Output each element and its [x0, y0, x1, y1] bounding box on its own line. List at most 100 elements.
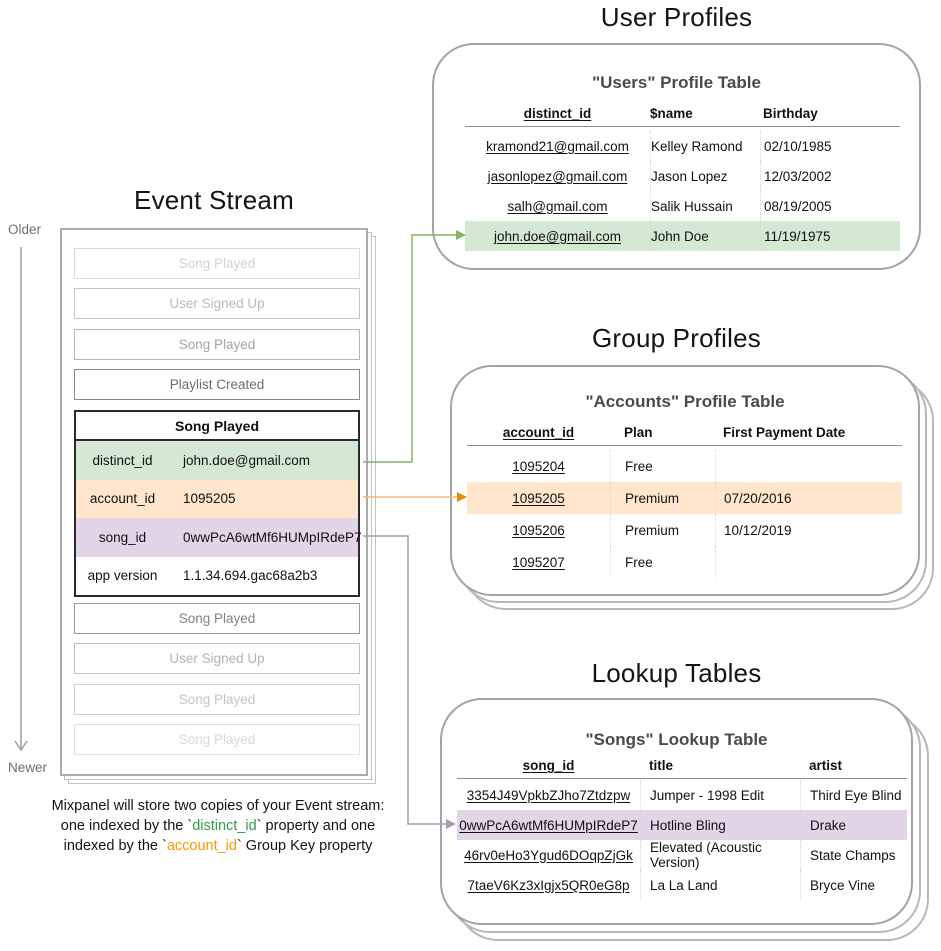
property-value: 0wwPcA6wtMf6HUMpIRdeP7 [183, 529, 362, 545]
event-property-row-account-id: account_id 1095205 [76, 479, 358, 518]
table-cell: Salik Hussain [650, 191, 760, 221]
table-row: 1095207 Free [467, 546, 902, 578]
table-cell: salh@gmail.com [507, 198, 608, 214]
column-header: account_id [502, 425, 575, 440]
table-row: 46rv0eHo3Ygud6DOqpZjGk Elevated (Acousti… [457, 840, 907, 870]
table-cell: kramond21@gmail.com [486, 138, 629, 154]
column-header: artist [809, 758, 843, 773]
property-value: 1.1.34.694.gac68a2b3 [183, 568, 318, 584]
table-cell: 1095206 [512, 522, 565, 538]
users-table-title: "Users" Profile Table [592, 73, 761, 92]
column-header: song_id [522, 758, 575, 773]
table-cell [715, 546, 902, 578]
event-property-row-song-id: song_id 0wwPcA6wtMf6HUMpIRdeP7 [76, 518, 362, 557]
table-cell: Premium [610, 482, 715, 514]
accounts-table-header: account_id Plan First Payment Date [467, 420, 902, 446]
column-header: distinct_id [523, 106, 592, 121]
table-cell: Premium [610, 514, 715, 546]
event-box: Song Played [74, 603, 360, 634]
footnote-account-id: account_id [166, 838, 237, 854]
table-cell: La La Land [640, 870, 800, 900]
footnote-line3a: indexed by the ` [63, 838, 167, 854]
table-cell: 7taeV6Kz3xIgjx5QR0eG8p [467, 877, 630, 893]
event-property-row-app-version: app version 1.1.34.694.gac68a2b3 [76, 556, 358, 595]
table-cell: 12/03/2002 [760, 161, 900, 191]
column-header: Plan [624, 425, 653, 440]
footnote: Mixpanel will store two copies of your E… [30, 796, 406, 856]
accounts-table: account_id Plan First Payment Date 10952… [467, 420, 902, 578]
table-cell: 11/19/1975 [760, 221, 900, 251]
table-row: jasonlopez@gmail.com Jason Lopez 12/03/2… [465, 161, 900, 191]
event-box-faded: User Signed Up [74, 643, 360, 674]
table-row: 7taeV6Kz3xIgjx5QR0eG8p La La Land Bryce … [457, 870, 907, 900]
songs-table-header: song_id title artist [457, 753, 907, 779]
users-table-header: distinct_id $name Birthday [465, 101, 900, 127]
songs-table-title: "Songs" Lookup Table [585, 730, 768, 749]
property-value: 1095205 [183, 491, 236, 507]
table-cell: 02/10/1985 [760, 131, 900, 161]
property-key: account_id [89, 491, 156, 507]
table-cell: 10/12/2019 [715, 514, 902, 546]
column-header: $name [650, 106, 693, 121]
table-cell: Hotline Bling [640, 810, 800, 840]
table-cell: 46rv0eHo3Ygud6DOqpZjGk [464, 847, 633, 863]
users-table: distinct_id $name Birthday kramond21@gma… [465, 101, 900, 251]
event-box: Playlist Created [74, 369, 360, 400]
column-header: First Payment Date [723, 425, 846, 440]
lookup-tables-title: Lookup Tables [591, 658, 762, 688]
property-key: app version [87, 568, 158, 584]
event-box-faded: User Signed Up [74, 288, 360, 319]
footnote-distinct-id: distinct_id [192, 818, 257, 834]
table-row-highlighted: 1095205 Premium 07/20/2016 [467, 482, 902, 514]
timeline-older-label: Older [8, 222, 42, 237]
event-box-faded: Song Played [74, 724, 360, 755]
column-header: Birthday [763, 106, 818, 121]
table-cell: Drake [800, 810, 907, 840]
timeline-arrowhead-icon [14, 740, 28, 752]
accounts-profile-card [450, 365, 920, 596]
event-box-faded: Song Played [74, 329, 360, 360]
table-cell: Third Eye Blind [800, 780, 907, 810]
table-cell [715, 450, 902, 482]
group-profiles-title: Group Profiles [592, 323, 761, 353]
table-cell: 1095204 [512, 458, 565, 474]
table-row: 3354J49VpkbZJho7Ztdzpw Jumper - 1998 Edi… [457, 780, 907, 810]
table-cell: 1095205 [512, 490, 565, 506]
footnote-line1: Mixpanel will store two copies of your E… [51, 798, 385, 814]
table-cell: 3354J49VpkbZJho7Ztdzpw [466, 787, 631, 803]
songs-table: song_id title artist 3354J49VpkbZJho7Ztd… [457, 753, 907, 900]
table-row: 1095204 Free [467, 450, 902, 482]
event-box-faded: Song Played [74, 248, 360, 279]
accounts-table-title: "Accounts" Profile Table [585, 392, 785, 411]
table-row: 1095206 Premium 10/12/2019 [467, 514, 902, 546]
footnote-line3c: ` Group Key property [236, 838, 373, 854]
table-cell: 07/20/2016 [715, 482, 902, 514]
timeline-newer-label: Newer [8, 760, 48, 775]
table-row-highlighted: 0wwPcA6wtMf6HUMpIRdeP7 Hotline Bling Dra… [457, 810, 907, 840]
table-cell: 1095207 [512, 554, 565, 570]
table-cell: Bryce Vine [800, 870, 907, 900]
event-stream-title: Event Stream [134, 185, 294, 215]
table-cell: John Doe [650, 221, 760, 251]
table-cell: Elevated (Acoustic Version) [640, 840, 800, 870]
table-cell: Kelley Ramond [650, 131, 760, 161]
table-row: kramond21@gmail.com Kelley Ramond 02/10/… [465, 131, 900, 161]
table-cell: 0wwPcA6wtMf6HUMpIRdeP7 [459, 817, 638, 833]
table-row: salh@gmail.com Salik Hussain 08/19/2005 [465, 191, 900, 221]
table-cell: jasonlopez@gmail.com [487, 168, 628, 184]
table-cell: Free [610, 546, 715, 578]
table-cell: Jumper - 1998 Edit [640, 780, 800, 810]
column-header: title [649, 758, 674, 773]
table-cell: Free [610, 450, 715, 482]
property-value: john.doe@gmail.com [183, 452, 311, 468]
selected-event-name: Song Played [76, 412, 358, 441]
property-key: song_id [98, 529, 147, 545]
table-cell: Jason Lopez [650, 161, 760, 191]
user-profiles-title: User Profiles [600, 2, 753, 32]
footnote-line2c: ` property and one [256, 818, 376, 834]
table-row-highlighted: john.doe@gmail.com John Doe 11/19/1975 [465, 221, 900, 251]
table-cell: john.doe@gmail.com [493, 228, 622, 244]
event-property-row-distinct-id: distinct_id john.doe@gmail.com [76, 441, 358, 480]
table-cell: 08/19/2005 [760, 191, 900, 221]
event-box-faded: Song Played [74, 684, 360, 715]
